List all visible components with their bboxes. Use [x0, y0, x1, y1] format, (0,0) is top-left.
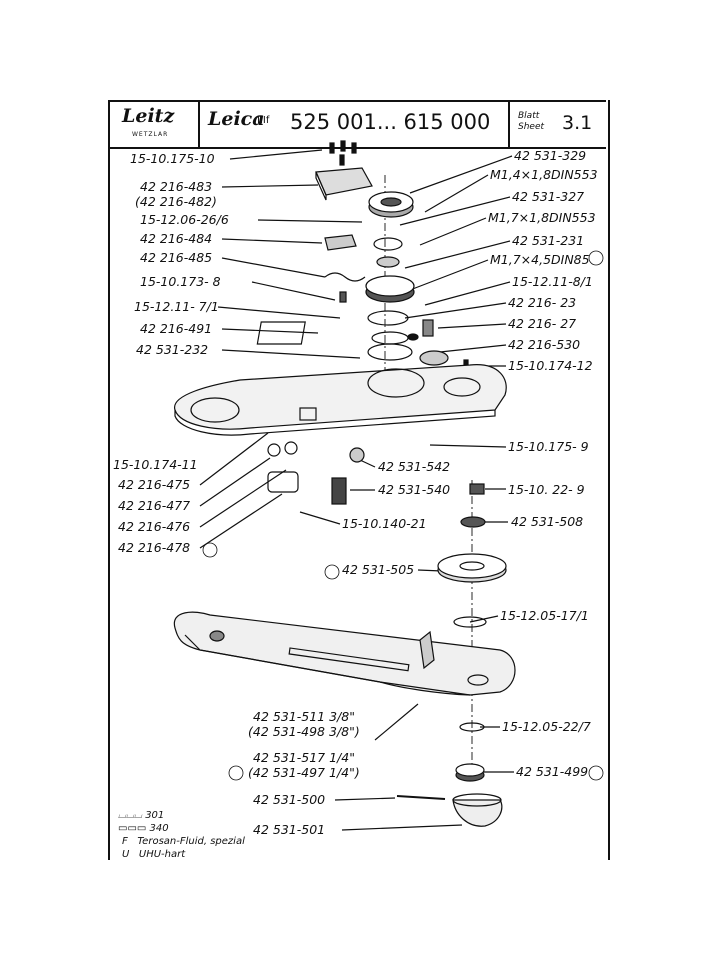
- label-42-531-327: 42 531-327: [512, 189, 585, 204]
- label-42-216-478: 42 216-478: [118, 540, 191, 555]
- screw-mid: [339, 291, 347, 303]
- label-42-216-491: 42 216-491: [140, 321, 213, 336]
- label-42-531-232: 42 531-232: [136, 342, 209, 357]
- revision-marks: [202, 250, 604, 781]
- label-42-531-508: 42 531-508: [511, 514, 584, 529]
- label-42-531-501: 42 531-501: [253, 822, 326, 837]
- speed-dial: [368, 191, 414, 218]
- label-15-12-05-17-1: 15-12.05-17/1: [500, 608, 589, 623]
- label-15-10-173-8: 15-10.173- 8: [140, 274, 221, 289]
- label-15-10-174-12: 15-10.174-12: [508, 358, 593, 373]
- label-42-531-540: 42 531-540: [378, 482, 451, 497]
- leica-logo: Leica: [208, 108, 265, 130]
- leitz-logo-cell: Leitz WETZLAR: [108, 102, 200, 147]
- label-42-216-477: 42 216-477: [118, 498, 191, 513]
- label-42-216-530: 42 216-530: [508, 337, 581, 352]
- washer-22-7: [459, 722, 485, 732]
- label-m1-7-din553: M1,7×1,8DIN553: [488, 210, 596, 225]
- legend-terosan: F Terosan-Fluid, spezial: [122, 836, 245, 847]
- tripod-bush: [455, 763, 485, 782]
- label-42-531-329: 42 531-329: [514, 148, 587, 163]
- label-m1-7-din85: M1,7×4,5DIN85: [490, 252, 590, 267]
- sheet-number: 3.1: [562, 112, 593, 134]
- bottom-plate: [173, 611, 516, 696]
- label-42-531-499: 42 531-499: [516, 764, 589, 779]
- label-42-216-475: 42 216-475: [118, 477, 191, 492]
- camera-top-plate: [174, 364, 507, 436]
- ring-1: [367, 310, 409, 326]
- legend-301: ⌴⌴⌴ 301: [118, 810, 165, 821]
- label-42-531-505: 42 531-505: [342, 562, 415, 577]
- legend-uhu: U UHU-hart: [122, 849, 186, 860]
- label-42-216-484: 42 216-484: [140, 231, 213, 246]
- label-15-12-06-26-6: 15-12.06-26/6: [140, 212, 229, 227]
- serial-range: 525 001... 615 000: [290, 110, 491, 134]
- shoe-bracket: [324, 234, 357, 251]
- screws-top: [329, 140, 357, 166]
- label-m1-4-din553: M1,4×1,8DIN553: [490, 167, 598, 182]
- label-42-531-517: 42 531-517 1/4": [253, 750, 355, 765]
- model-name: IIIf: [257, 115, 270, 126]
- right-small-parts: [407, 319, 469, 370]
- leader-lines-left: [199, 149, 363, 549]
- label-42-531-500: 42 531-500: [253, 792, 326, 807]
- wetzlar-text: WETZLAR: [132, 131, 169, 138]
- lock-pin-and-cover: [396, 793, 503, 827]
- label-15-12-11-7-1: 15-12.11- 7/1: [134, 299, 219, 314]
- label-42-216-482: (42 216-482): [135, 194, 217, 209]
- label-42-216-485: 42 216-485: [140, 250, 213, 265]
- label-42-531-542: 42 531-542: [378, 459, 451, 474]
- label-15-10-175-10: 15-10.175-10: [130, 151, 215, 166]
- title-block: Leitz WETZLAR Leica IIIf 525 001... 615 …: [108, 100, 606, 149]
- ring-3: [367, 343, 413, 361]
- label-42-216-483: 42 216-483: [140, 179, 213, 194]
- washer-2: [376, 256, 400, 268]
- washer-508: [460, 516, 486, 528]
- legend-340: ▭▭▭ 340: [118, 823, 169, 834]
- disc-505: [437, 553, 507, 583]
- model-cell: Leica IIIf 525 001... 615 000: [200, 102, 510, 147]
- label-42-216-23: 42 216- 23: [508, 295, 577, 310]
- label-42-531-497: (42 531-497 1/4"): [248, 765, 360, 780]
- label-42-216-27: 42 216- 27: [508, 316, 577, 331]
- label-15-12-05-22-7: 15-12.05-22/7: [502, 719, 591, 734]
- drawing-sheet: [108, 100, 610, 860]
- spring-clip: [324, 272, 366, 282]
- label-15-10-22-9: 15-10. 22- 9: [508, 482, 585, 497]
- rewind-collar: [365, 275, 415, 303]
- accessory-shoe: [315, 167, 373, 201]
- washer-1: [373, 237, 403, 251]
- label-15-10-174-11: 15-10.174-11: [113, 457, 198, 472]
- frame-plate: [256, 321, 306, 345]
- leader-lines-right: [299, 155, 514, 831]
- leitz-logo: Leitz: [122, 105, 175, 127]
- ring-2: [371, 331, 409, 345]
- label-42-531-231: 42 531-231: [512, 233, 585, 248]
- label-42-216-476: 42 216-476: [118, 519, 191, 534]
- label-15-12-11-8-1: 15-12.11-8/1: [512, 274, 593, 289]
- label-42-531-498: (42 531-498 3/8"): [248, 724, 360, 739]
- label-15-10-140-21: 15-10.140-21: [342, 516, 427, 531]
- washer-17-1: [453, 616, 487, 628]
- window-parts: [267, 441, 485, 505]
- label-15-10-175-9: 15-10.175- 9: [508, 439, 589, 454]
- label-42-531-511: 42 531-511 3/8": [253, 709, 355, 724]
